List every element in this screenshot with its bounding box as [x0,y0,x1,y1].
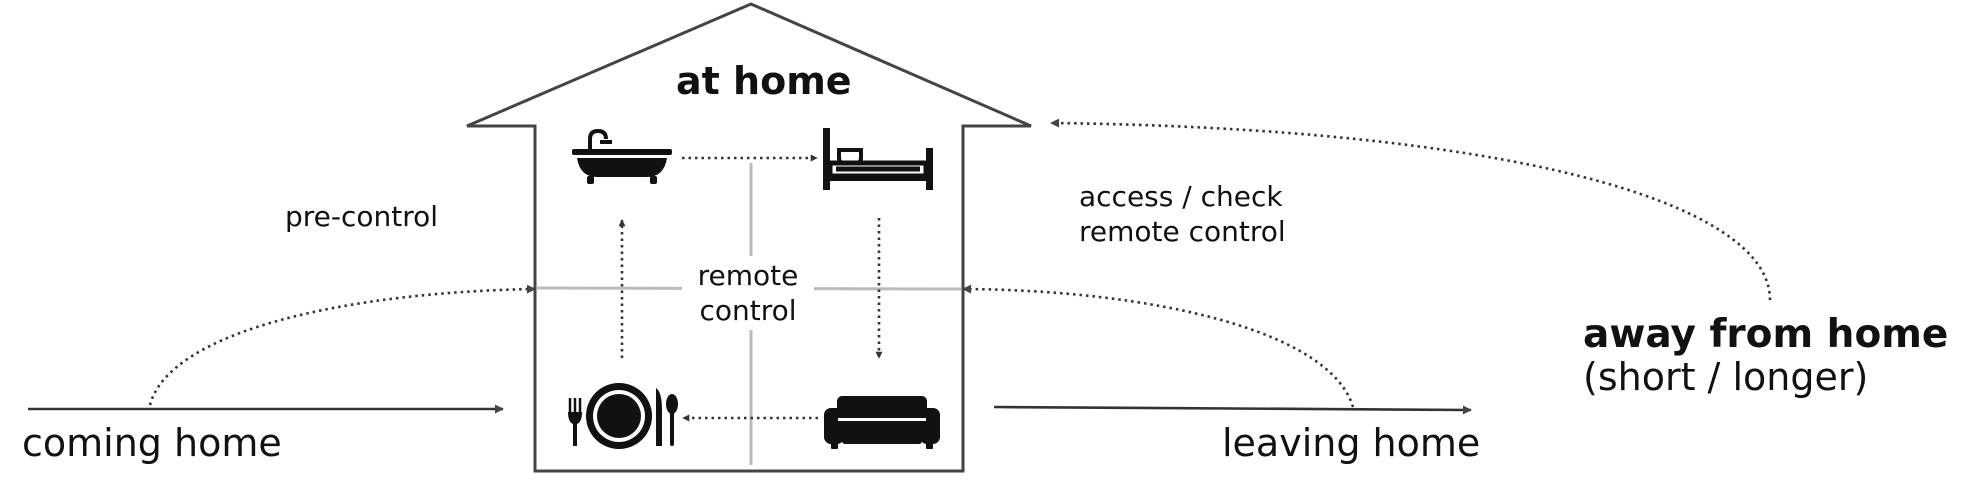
remote-control-label: remote control [682,256,814,330]
access-check-arrow [962,284,1355,408]
spoon-icon [666,394,678,446]
bathtub-icon [572,128,672,184]
pre-control-label: pre-control [285,200,439,233]
remote-control-label-line2: control [699,294,797,327]
fork-icon [568,398,582,446]
access-check-label: access / check [1079,180,1283,213]
leaving-home-path [993,405,1472,415]
knife-icon [656,388,662,446]
leaving-home-label: leaving home [1222,421,1481,465]
room-cycle-arrows [618,154,883,422]
coming-home-label: coming home [22,421,282,465]
house-title: at home [676,59,852,103]
sofa-icon [824,396,940,449]
remote-control-side-label: remote control [1079,215,1286,248]
away-from-home-arrow [1050,118,1772,301]
pre-control-arrow [148,284,536,406]
away-from-home-label: away from home [1583,312,1949,357]
house-outline [466,2,1032,473]
away-duration-label: (short / longer) [1583,355,1869,399]
remote-control-label-line1: remote [697,259,799,292]
bed-icon [823,128,933,190]
plate-icon [586,383,652,449]
dining-icon [568,383,678,449]
